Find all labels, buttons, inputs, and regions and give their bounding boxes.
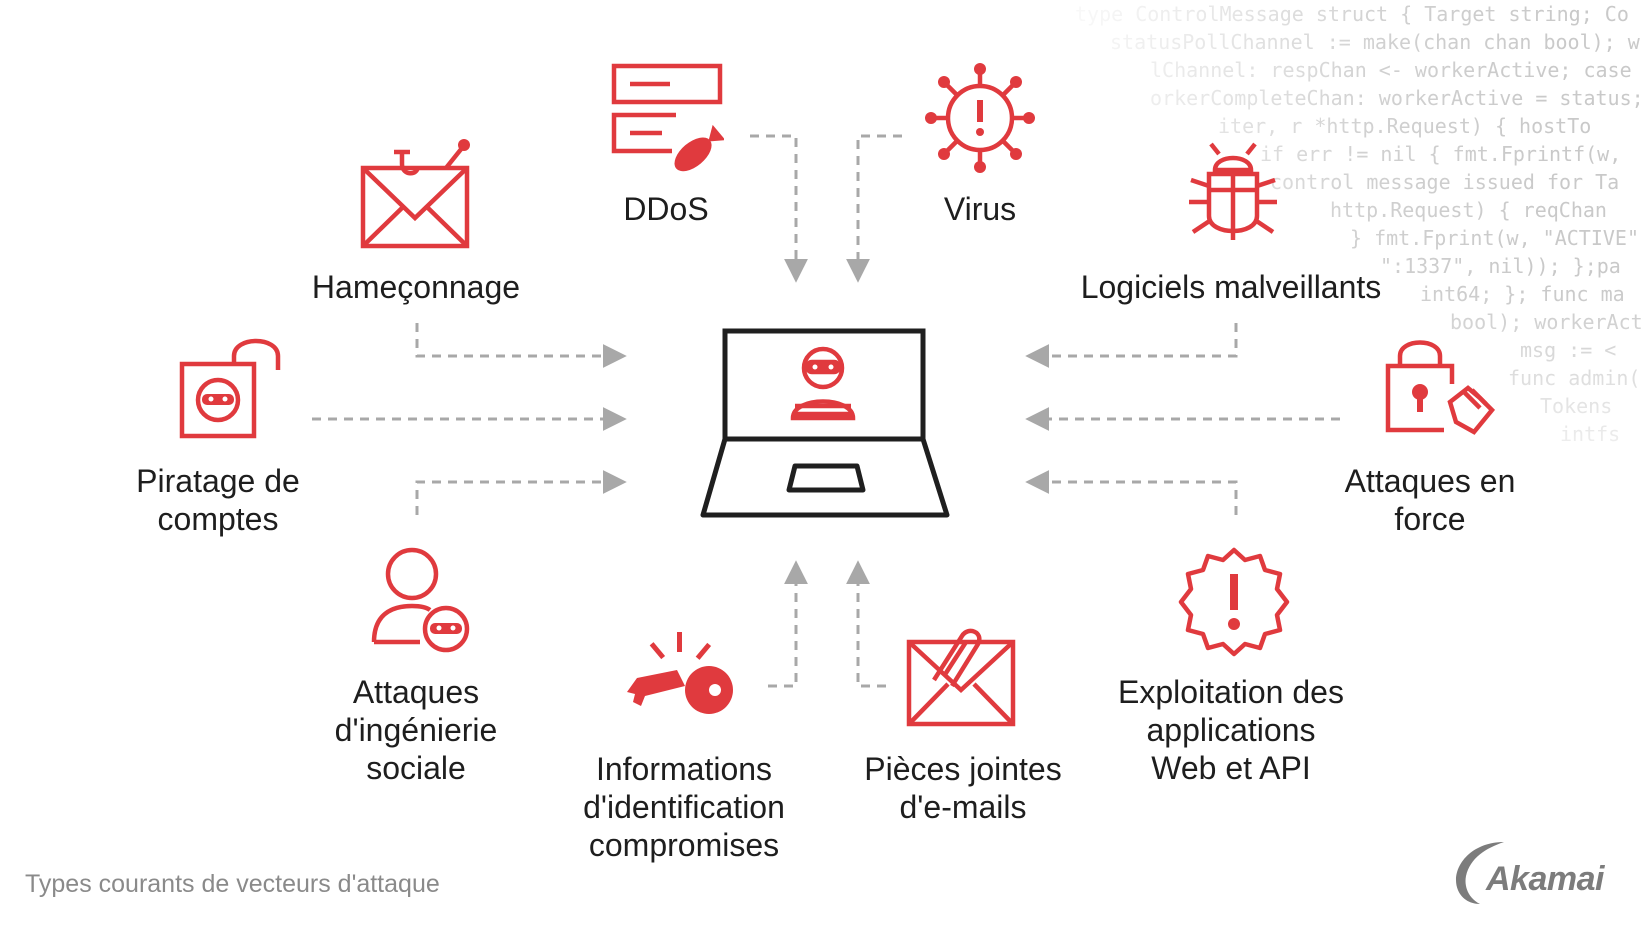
label-malware: Logiciels malveillants — [1081, 268, 1382, 306]
credentials-line-2: d'identification — [583, 789, 785, 825]
web-api-line-1: Exploitation des — [1118, 674, 1344, 710]
account-hijacking-line-2: comptes — [157, 501, 279, 537]
brute-force-lock-hand-icon — [1385, 340, 1496, 435]
label-account-hijacking: Piratage de comptes — [136, 462, 300, 538]
label-virus: Virus — [944, 190, 1016, 228]
credentials-line-1: Informations — [595, 751, 773, 787]
malware-bug-icon — [1189, 142, 1277, 240]
credentials-line-3: compromises — [588, 827, 780, 863]
label-web-api: Exploitation des applications Web et API — [1118, 673, 1344, 787]
web-api-exploit-badge-icon — [1178, 547, 1290, 657]
arrow-attachments — [846, 560, 886, 688]
email-attachment-icon — [906, 628, 1016, 727]
phishing-envelope-icon — [360, 139, 470, 249]
arrow-web-api — [1025, 470, 1238, 515]
phishing-label: Hameçonnage — [311, 269, 521, 305]
brute-force-line-1: Attaques en — [1344, 463, 1516, 499]
label-social-engineering: Attaques d'ingénierie sociale — [335, 673, 498, 787]
compromised-credentials-key-icon — [627, 632, 733, 714]
web-api-line-2: applications — [1146, 712, 1316, 748]
arrow-social-engineering — [415, 470, 627, 515]
account-hijack-lock-icon — [179, 338, 281, 439]
arrow-virus — [846, 134, 902, 283]
ddos-server-bomb-icon — [611, 63, 724, 172]
arrow-phishing — [415, 323, 627, 368]
akamai-swoosh-icon — [1456, 842, 1504, 904]
arrow-ddos — [750, 134, 808, 283]
social-engineering-line-2: d'ingénierie — [334, 712, 498, 748]
akamai-logo-text: Akamai — [1486, 860, 1604, 898]
akamai-logo: Akamai — [1452, 838, 1622, 906]
label-credentials: Informations d'identification compromise… — [583, 750, 785, 864]
ddos-label: DDoS — [623, 191, 709, 227]
brute-force-line-2: force — [1394, 501, 1466, 537]
attachments-line-1: Pièces jointes — [864, 751, 1062, 787]
attachments-line-2: d'e-mails — [899, 789, 1027, 825]
social-engineering-line-3: sociale — [366, 750, 466, 786]
web-api-line-3: Web et API — [1151, 750, 1311, 786]
label-phishing: Hameçonnage — [312, 268, 520, 306]
social-engineering-user-icon — [371, 547, 470, 653]
label-attachments: Pièces jointes d'e-mails — [864, 750, 1061, 826]
laptop-hacker-icon — [700, 328, 950, 518]
arrow-malware — [1025, 323, 1238, 368]
label-brute-force: Attaques en force — [1345, 462, 1516, 538]
account-hijacking-line-1: Piratage de — [136, 463, 300, 499]
arrow-credentials — [768, 560, 808, 688]
social-engineering-line-1: Attaques — [352, 674, 480, 710]
malware-label: Logiciels malveillants — [1080, 269, 1382, 305]
label-ddos: DDoS — [623, 190, 708, 228]
virus-label: Virus — [943, 191, 1017, 227]
virus-icon — [925, 63, 1035, 173]
diagram-caption: Types courants de vecteurs d'attaque — [25, 870, 440, 898]
